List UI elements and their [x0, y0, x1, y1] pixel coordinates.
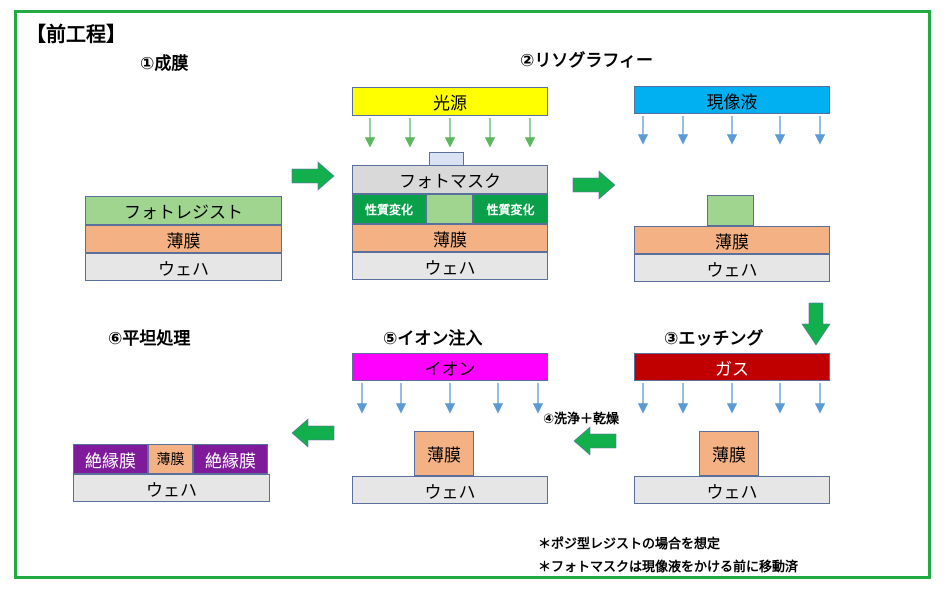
step5-wafer-layer: ウェハ: [352, 476, 548, 504]
step2b-wafer-layer: ウェハ: [634, 254, 830, 282]
light-source-bar: 光源: [352, 87, 548, 116]
step-6-title: ⑥平坦処理: [108, 329, 191, 349]
step2-wafer-layer: ウェハ: [352, 252, 548, 280]
developer-bar: 現像液: [634, 86, 830, 114]
flow-arrow-3-to-5: [573, 426, 617, 456]
step6-thin-film: 薄膜: [148, 444, 193, 474]
gas-arrows: [637, 383, 826, 414]
step6-insulating-film-left: 絶縁膜: [73, 444, 148, 474]
step2b-resist-remaining: [707, 195, 754, 226]
page-title: 【前工程】: [26, 22, 126, 46]
light-arrows: [364, 118, 536, 148]
step-2-title: ②リソグラフィー: [520, 51, 654, 71]
flow-arrow-2-to-2b: [572, 170, 616, 200]
step2-resist-unexposed: [426, 194, 473, 224]
step-4-title: ④洗浄＋乾燥: [543, 412, 620, 427]
step6-wafer-layer: ウェハ: [73, 474, 270, 502]
photomask-layer: フォトマスク: [352, 165, 548, 194]
outer-frame: [14, 10, 931, 579]
step2-property-change-left: 性質変化: [352, 194, 426, 224]
step1-wafer-layer: ウェハ: [85, 253, 282, 281]
flow-arrow-1-to-2: [291, 161, 335, 191]
ion-arrows: [356, 383, 544, 414]
step-1-title: ①成膜: [140, 54, 189, 74]
step3-thin-film-block: 薄膜: [699, 431, 759, 476]
ion-bar: イオン: [352, 353, 548, 381]
flow-arrow-5-to-6: [291, 418, 335, 448]
step2-thin-film-layer: 薄膜: [352, 224, 548, 252]
step1-photoresist-layer: フォトレジスト: [85, 196, 282, 225]
flow-arrow-2b-to-3: [801, 302, 831, 346]
step2b-thin-film-layer: 薄膜: [634, 226, 830, 254]
step-3-title: ③エッチング: [664, 329, 764, 349]
step-5-title: ⑤イオン注入: [383, 329, 483, 349]
note-photomask-moved: ＊フォトマスクは現像液をかける前に移動済: [538, 560, 799, 575]
note-positive-resist: ＊ポジ型レジストの場合を想定: [538, 537, 721, 552]
step3-wafer-layer: ウェハ: [634, 476, 830, 504]
gas-bar: ガス: [634, 353, 830, 381]
step5-thin-film-block: 薄膜: [414, 431, 474, 476]
step6-insulating-film-right: 絶縁膜: [193, 444, 268, 474]
developer-arrows: [637, 116, 826, 145]
step1-thin-film-layer: 薄膜: [85, 225, 282, 253]
step2-property-change-right: 性質変化: [473, 194, 548, 224]
